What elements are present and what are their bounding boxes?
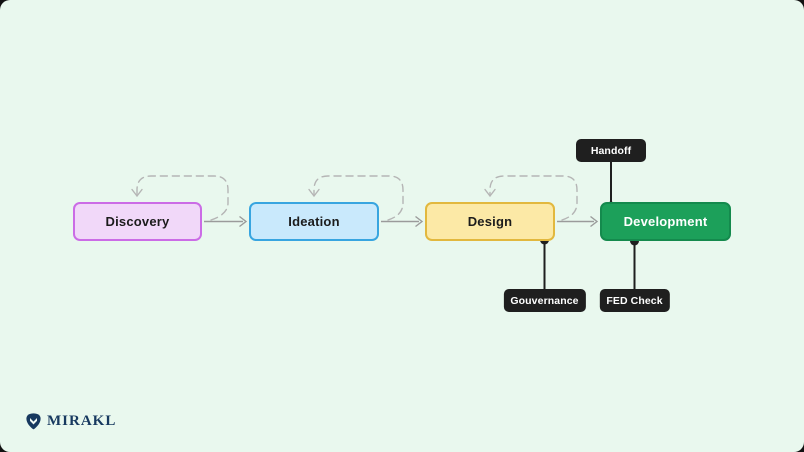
brand-name: MIRAKL: [47, 413, 117, 429]
connector-fed-check: [630, 236, 639, 290]
annotation-label: FED Check: [606, 294, 663, 307]
loop-discovery: [131, 175, 229, 221]
stage-label: Discovery: [105, 214, 170, 229]
stage-label: Design: [467, 214, 513, 229]
arrow-design-to-development: [557, 215, 599, 228]
stage-node-development: Development: [600, 202, 731, 241]
stage-label: Ideation: [288, 214, 340, 229]
annotation-tag-handoff: Handoff: [576, 139, 646, 162]
brand-logo: MIRAKL: [26, 413, 116, 430]
mirakl-pin-icon: [26, 413, 41, 430]
stage-label: Development: [623, 214, 708, 229]
stage-node-discovery: Discovery: [73, 202, 202, 241]
arrow-discovery-to-ideation: [204, 215, 248, 228]
annotation-tag-gouvernance: Gouvernance: [503, 289, 586, 312]
stage-node-design: Design: [425, 202, 555, 241]
arrow-ideation-to-design: [381, 215, 424, 228]
loop-ideation: [308, 175, 404, 221]
connector-gouvernance: [540, 235, 549, 290]
stage-node-ideation: Ideation: [249, 202, 379, 241]
loop-design: [484, 175, 578, 221]
annotation-tag-fed-check: FED Check: [599, 289, 670, 312]
annotation-label: Gouvernance: [510, 294, 579, 307]
annotation-label: Handoff: [590, 144, 632, 157]
